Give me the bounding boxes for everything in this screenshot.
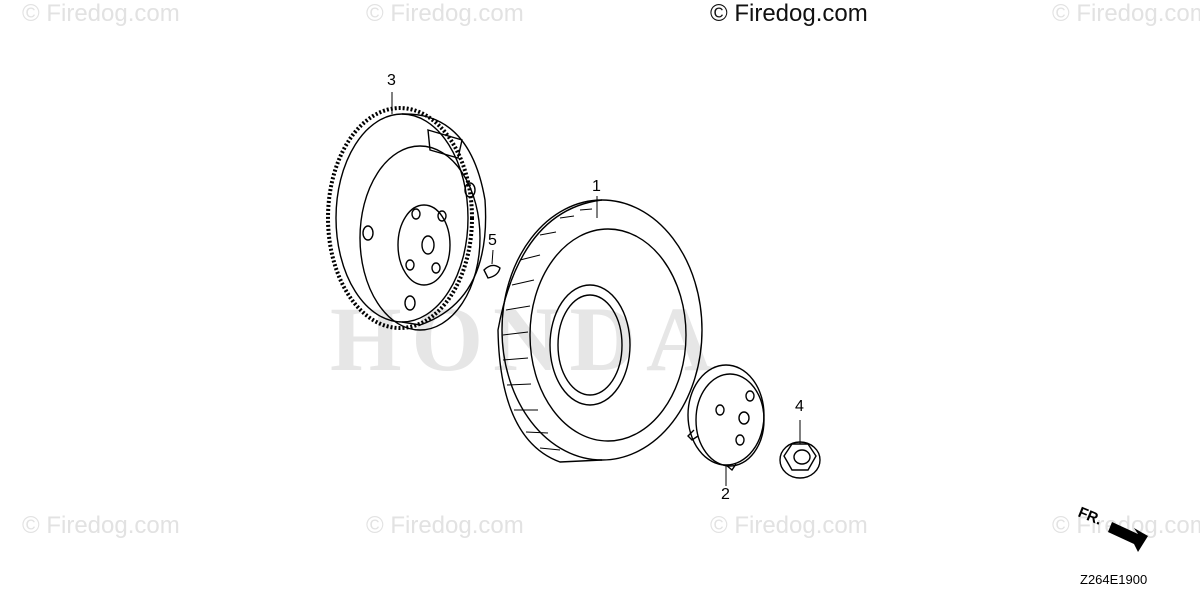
- front-direction-arrow-icon: [1108, 522, 1148, 552]
- callout-4: 4: [795, 398, 804, 415]
- cooling-fan: [497, 199, 703, 463]
- watermark-top-1: © Firedog.com: [22, 0, 180, 27]
- watermark-top-4: © Firedog.com: [1052, 0, 1200, 27]
- leader-line-5: [491, 249, 494, 265]
- diagram-code: Z264E1900: [1080, 572, 1148, 587]
- woodruff-key: [483, 264, 501, 279]
- starter-pulley-plate: [687, 364, 765, 472]
- watermark-top-2: © Firedog.com: [366, 0, 524, 27]
- callout-3: 3: [387, 72, 396, 89]
- flywheel-with-ring-gear: [326, 106, 487, 331]
- watermark-bottom-1: © Firedog.com: [22, 512, 180, 539]
- watermark-bottom-3: © Firedog.com: [710, 512, 868, 539]
- callout-2: 2: [721, 486, 730, 503]
- brand-logo-watermark: HONDA: [330, 288, 723, 390]
- callout-5: 5: [488, 232, 497, 249]
- watermark-top-main: © Firedog.com: [710, 0, 868, 27]
- watermark-bottom-2: © Firedog.com: [366, 512, 524, 539]
- callout-1: 1: [592, 178, 601, 195]
- flange-nut: [779, 441, 821, 479]
